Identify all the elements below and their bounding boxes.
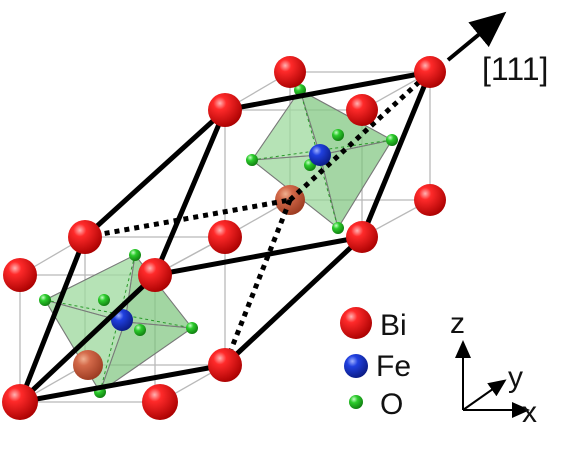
o-atom [98, 294, 110, 306]
legend-fe-label: Fe [376, 350, 411, 383]
legend-fe-swatch [344, 354, 368, 378]
direction-111: [111] [446, 11, 548, 87]
bi-atom [68, 220, 102, 254]
z-axis-label: z [450, 307, 465, 340]
legend-o-swatch [349, 395, 363, 409]
direction-arrow [446, 11, 507, 62]
legend-bi-label: Bi [380, 309, 407, 342]
bi-atom [138, 258, 172, 292]
bi-atom [274, 56, 306, 88]
o-atom [386, 134, 398, 146]
o-atom [134, 324, 146, 336]
legend-bi-swatch [340, 307, 372, 339]
bi-atom [142, 384, 178, 420]
bi-atom [414, 184, 446, 216]
bi-atom [208, 348, 242, 382]
o-atom [246, 154, 258, 166]
legend: Bi Fe O [340, 307, 411, 421]
rhombohedral-hidden-edges [84, 70, 432, 366]
o-atom [186, 322, 198, 334]
bi-atom [414, 56, 446, 88]
bi-atom [208, 220, 242, 254]
fe-atom [309, 144, 331, 166]
o-atom [332, 129, 344, 141]
bi-atoms [2, 56, 446, 420]
rhombohedral-cell-edges [17, 69, 433, 405]
legend-o-label: O [380, 388, 403, 421]
axes-triad: z y x [450, 307, 537, 429]
y-axis-arrow [462, 379, 507, 411]
bi-atom [2, 384, 38, 420]
bi-atom [346, 94, 378, 126]
bi-atom [73, 350, 103, 380]
x-axis-label: x [522, 396, 537, 429]
bi-atom [3, 258, 37, 292]
o-atom [129, 249, 141, 261]
bi-atom [346, 221, 378, 253]
bi-atom [208, 93, 242, 127]
y-axis-label: y [508, 361, 523, 394]
o-atom [332, 222, 344, 234]
direction-label: [111] [482, 51, 548, 87]
o-atom [39, 294, 51, 306]
